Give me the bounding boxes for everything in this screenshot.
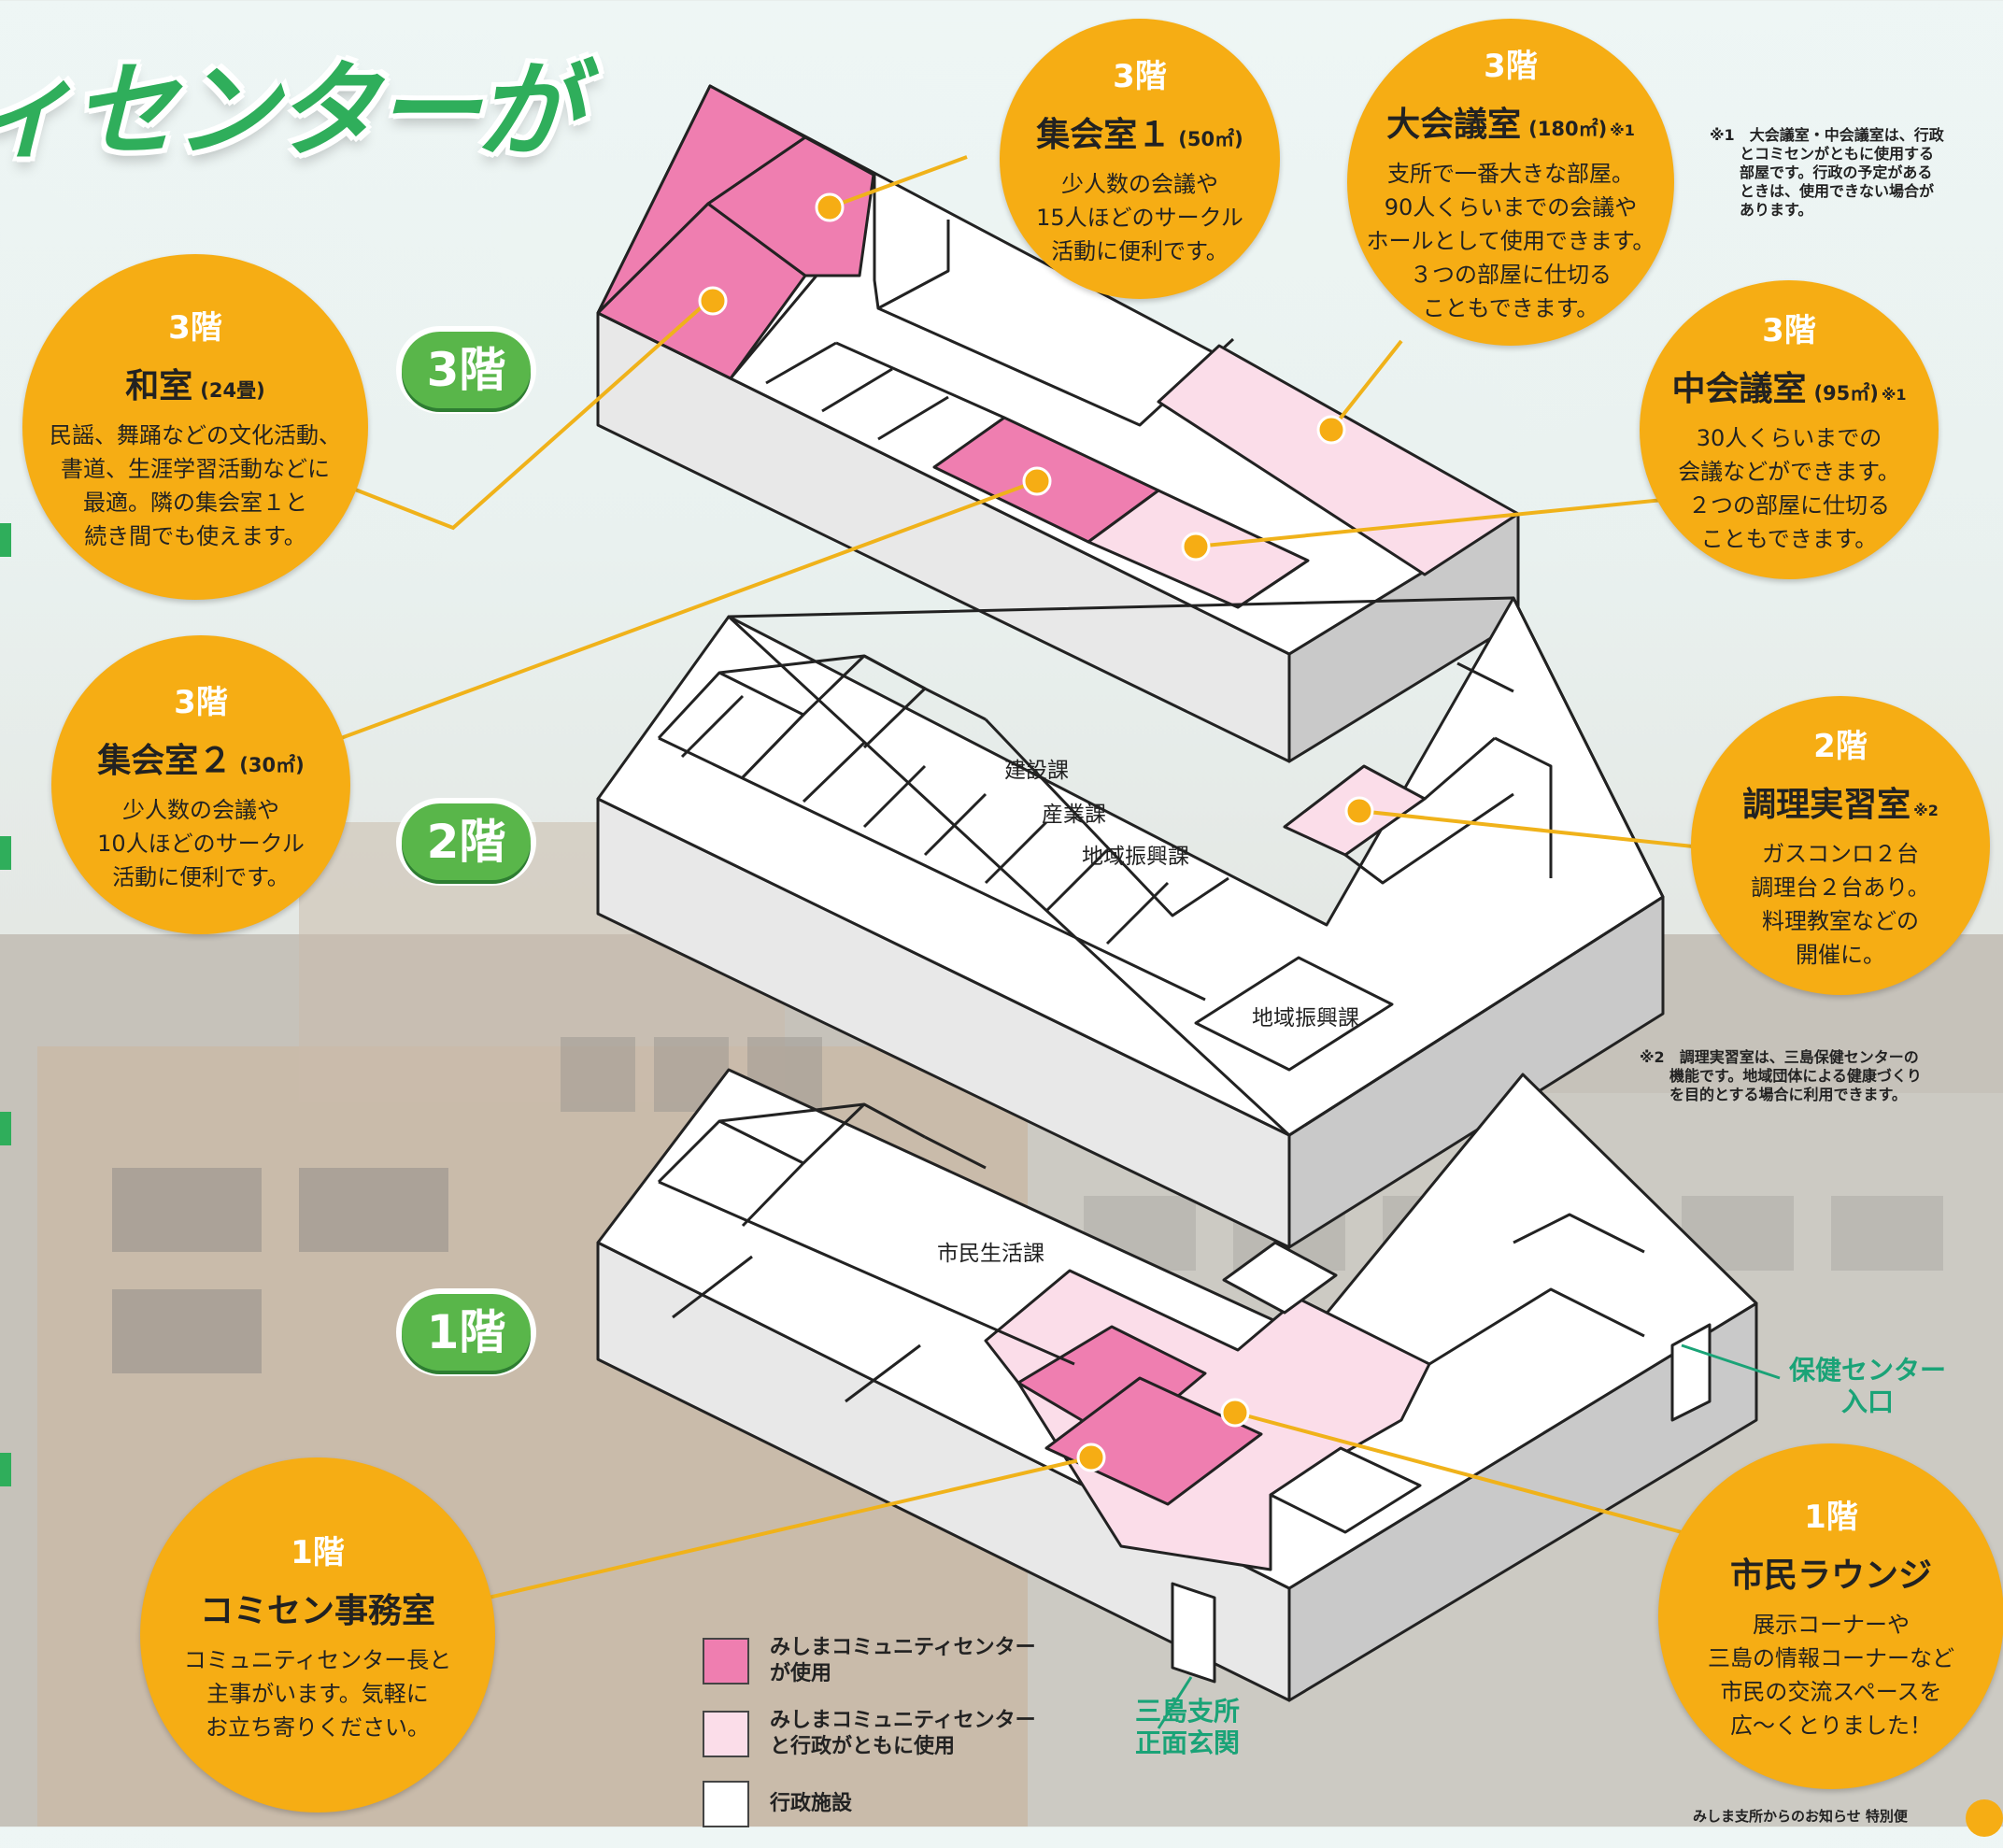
callout-room-name: 集会室２(30㎡) (97, 741, 305, 780)
callout-room-name: 調理実習室※2 (1742, 785, 1939, 824)
callout-shimin-lounge: 1階 市民ラウンジ 展示コーナーや三島の情報コーナーなど市民の交流スペースを広〜… (1658, 1443, 2003, 1789)
side-tab-marker (0, 1453, 11, 1486)
callout-floor: 3階 (174, 683, 228, 721)
label-main-entrance: 三島支所正面玄関 (1135, 1696, 1241, 1758)
callout-room-name: コミセン事務室 (199, 1591, 435, 1630)
callout-description: コミュニティセンター長と主事がいます。気軽にお立ち寄りください。 (183, 1646, 452, 1741)
side-tab-marker (0, 836, 11, 870)
legend-item: みしまコミュニティセンターが使用 (703, 1635, 1106, 1687)
callout-floor: 3階 (1113, 57, 1167, 95)
callout-comisen-jimushitsu: 1階 コミセン事務室 コミュニティセンター長と主事がいます。気軽にお立ち寄りくだ… (140, 1457, 495, 1812)
callout-description: ガスコンロ２台調理台２台あり。料理教室などの開催に。 (1751, 840, 1930, 968)
callout-floor: 1階 (291, 1533, 345, 1571)
callout-floor: 3階 (1484, 47, 1538, 85)
dept-label-chiiki-shinko: 地域振興課 (1082, 845, 1189, 869)
legend-label: みしまコミュニティセンターと行政がともに使用 (770, 1709, 1036, 1758)
callout-chu-kaigishitsu: 3階 中会議室(95㎡)※1 30人くらいまでの会議などができます。２つの部屋に… (1640, 280, 1939, 579)
side-tab-marker (0, 1112, 11, 1145)
legend-swatch-shared (703, 1711, 749, 1757)
callout-floor: 1階 (1804, 1498, 1858, 1536)
legend-item: みしまコミュニティセンターと行政がともに使用 (703, 1708, 1106, 1760)
callout-dai-kaigishitsu: 3階 大会議室(180㎡)※1 支所で一番大きな部屋。90人くらいまでの会議やホ… (1347, 19, 1674, 346)
floor-1-block (596, 1068, 1758, 1702)
callout-room-name: 和室(24畳) (125, 366, 265, 405)
callout-room-name: 中会議室(95㎡)※1 (1671, 369, 1907, 408)
floor-badge-2f: 2階 (402, 803, 531, 880)
callout-floor: 3階 (168, 308, 222, 347)
legend: みしまコミュニティセンターが使用 みしまコミュニティセンターと行政がともに使用 … (703, 1635, 1106, 1848)
legend-label: みしまコミュニティセンターが使用 (770, 1636, 1036, 1685)
dept-label-kensetsu: 建設課 (1004, 759, 1069, 783)
page-number-badge (1966, 1799, 2003, 1837)
dept-label-shimin-seikatsu: 市民生活課 (937, 1242, 1044, 1266)
legend-label: 行政施設 (770, 1792, 853, 1815)
footnote-1: ※1 大会議室・中会議室は、行政とコミセンがともに使用する部屋です。行政の予定が… (1710, 126, 1944, 219)
callout-chori-jisshushitsu: 2階 調理実習室※2 ガスコンロ２台調理台２台あり。料理教室などの開催に。 (1691, 696, 1990, 995)
callout-floor: 2階 (1813, 727, 1868, 765)
legend-swatch-admin (703, 1781, 749, 1827)
callout-description: 支所で一番大きな部屋。90人くらいまでの会議やホールとして使用できます。３つの部… (1366, 160, 1655, 321)
legend-item: 行政施設 (703, 1781, 1106, 1827)
footer-publication: みしま支所からのお知らせ 特別便 (1693, 1808, 1908, 1825)
footnote-2: ※2 調理実習室は、三島保健センターの機能です。地域団体による健康づくりを目的と… (1640, 1048, 1922, 1103)
floor-2-block (596, 596, 1665, 1249)
dept-label-chiiki-shinko-2: 地域振興課 (1252, 1006, 1359, 1031)
callout-room-name: 市民ラウンジ (1729, 1556, 1932, 1595)
callout-description: 30人くらいまでの会議などができます。２つの部屋に仕切ることもできます。 (1678, 424, 1900, 552)
callout-room-name: 集会室１(50㎡) (1036, 115, 1243, 154)
dept-label-sangyo: 産業課 (1042, 803, 1106, 827)
legend-swatch-comisen (703, 1638, 749, 1685)
side-tab-marker (0, 523, 11, 557)
callout-description: 民謡、舞踊などの文化活動、書道、生涯学習活動などに最適。隣の集会室１と続き間でも… (50, 421, 341, 549)
page-heading: ィセンターが (0, 50, 581, 172)
callout-description: 展示コーナーや三島の情報コーナーなど市民の交流スペースを広〜くとりました！ (1708, 1611, 1954, 1739)
floor-badge-1f: 1階 (402, 1294, 531, 1371)
callout-washitsu: 3階 和室(24畳) 民謡、舞踊などの文化活動、書道、生涯学習活動などに最適。隣… (22, 254, 368, 600)
floor-badge-3f: 3階 (402, 332, 531, 408)
callout-room-name: 大会議室(180㎡)※1 (1386, 105, 1635, 144)
callout-floor: 3階 (1762, 311, 1816, 349)
label-hoken-center-entrance: 保健センター入口 (1789, 1355, 1947, 1417)
